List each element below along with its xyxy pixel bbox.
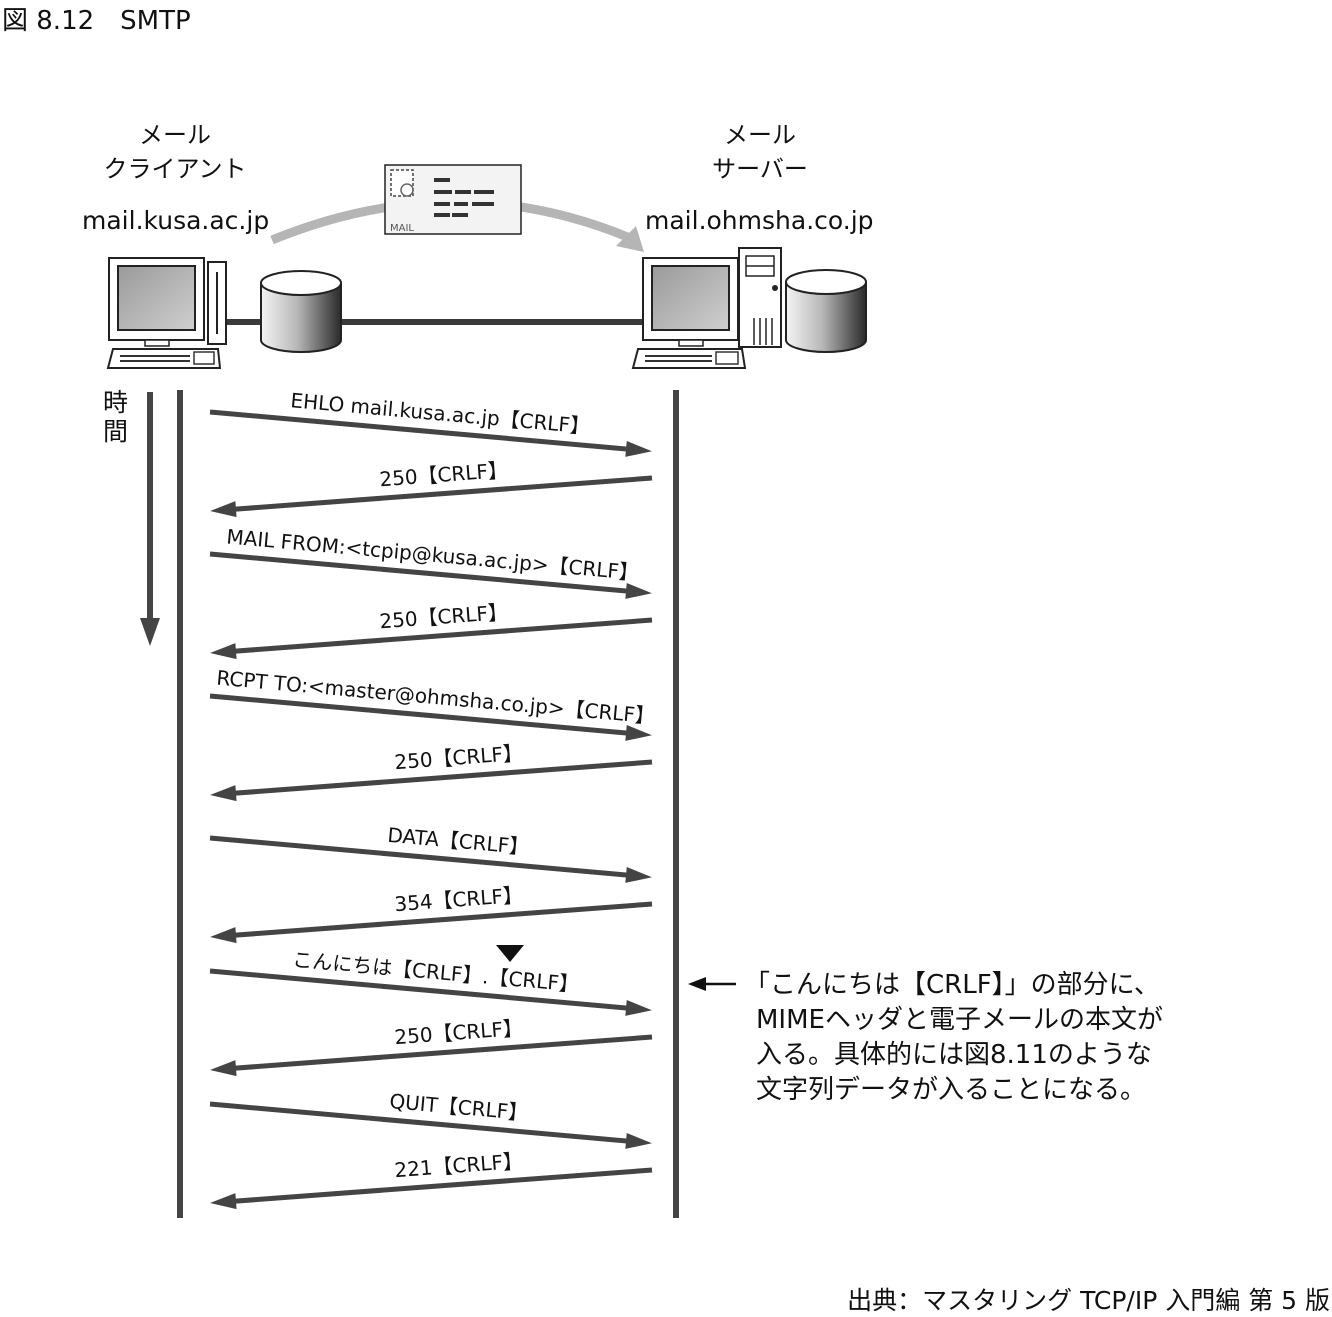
message-label-12: 221【CRLF】 bbox=[394, 1149, 524, 1183]
message-arrowhead-9 bbox=[625, 999, 652, 1016]
note-arrowhead bbox=[688, 977, 706, 991]
envelope-label: MAIL bbox=[390, 223, 414, 234]
server-hostname: mail.ohmsha.co.jp bbox=[645, 206, 874, 235]
message-arrow-6 bbox=[223, 759, 653, 797]
server-role-line2: サーバー bbox=[712, 155, 808, 183]
message-arrowhead-5 bbox=[625, 724, 652, 741]
envelope-icon: MAIL bbox=[384, 164, 522, 235]
server-computer-icon bbox=[631, 247, 782, 369]
period-marker-icon bbox=[496, 945, 524, 962]
message-arrow-1 bbox=[209, 409, 639, 453]
message-arrowhead-2 bbox=[210, 501, 237, 518]
message-arrowhead-6 bbox=[210, 785, 237, 802]
message-layer: EHLO mail.kusa.ac.jp【CRLF】250【CRLF】MAIL … bbox=[209, 388, 656, 1210]
time-arrowhead bbox=[140, 618, 160, 646]
client-database-icon bbox=[260, 270, 342, 353]
message-label-2: 250【CRLF】 bbox=[379, 458, 509, 492]
message-arrow-9 bbox=[209, 968, 639, 1012]
note-line-4: 文字列データが入ることになる。 bbox=[756, 1075, 1147, 1105]
client-role-line2: クライアント bbox=[103, 155, 247, 183]
message-arrowhead-1 bbox=[625, 440, 652, 457]
message-arrowhead-7 bbox=[625, 866, 652, 883]
message-arrowhead-12 bbox=[210, 1193, 237, 1210]
message-label-4: 250【CRLF】 bbox=[379, 600, 509, 634]
message-arrow-12 bbox=[223, 1167, 653, 1205]
message-arrow-5 bbox=[209, 693, 639, 737]
message-arrowhead-4 bbox=[210, 643, 237, 660]
note-text: 「こんにちは【CRLF】」の部分に、 MIMEヘッダと電子メールの本文が 入る。… bbox=[744, 968, 1163, 1108]
message-label-10: 250【CRLF】 bbox=[394, 1016, 524, 1050]
message-arrowhead-3 bbox=[625, 582, 652, 599]
message-arrow-7 bbox=[209, 835, 639, 879]
message-arrow-4 bbox=[223, 617, 653, 655]
message-arrow-3 bbox=[209, 551, 639, 595]
message-arrow-11 bbox=[209, 1101, 639, 1145]
time-axis-label: 時間 bbox=[103, 388, 129, 446]
source-credit: 出典：マスタリング TCP/IP 入門編 第 5 版 bbox=[847, 1286, 1330, 1315]
note-line-1: 「こんにちは【CRLF】」の部分に、 bbox=[744, 970, 1160, 1000]
message-arrow-8 bbox=[223, 901, 653, 939]
message-arrowhead-8 bbox=[210, 927, 237, 944]
message-arrow-2 bbox=[223, 475, 653, 513]
server-role-line1: メール bbox=[724, 121, 796, 149]
server-database-icon bbox=[785, 269, 867, 353]
note-line-3: 入る。具体的には図8.11のような bbox=[756, 1040, 1152, 1070]
message-arrowhead-10 bbox=[210, 1060, 237, 1077]
client-hostname: mail.kusa.ac.jp bbox=[82, 206, 270, 235]
mail-transfer-arrowhead bbox=[616, 226, 644, 252]
message-arrow-10 bbox=[223, 1034, 653, 1072]
message-label-8: 354【CRLF】 bbox=[394, 883, 524, 917]
note-line-2: MIMEヘッダと電子メールの本文が bbox=[756, 1005, 1163, 1035]
message-label-6: 250【CRLF】 bbox=[394, 741, 524, 775]
client-computer-icon bbox=[106, 257, 227, 369]
server-role-label: メール サーバー bbox=[665, 118, 855, 186]
message-label-5: RCPT TO:<master@ohmsha.co.jp>【CRLF】 bbox=[216, 666, 656, 729]
client-role-label: メール クライアント bbox=[80, 118, 270, 186]
client-role-line1: メール bbox=[139, 121, 211, 149]
figure-title: 図 8.12 SMTP bbox=[2, 6, 191, 36]
message-arrowhead-11 bbox=[625, 1132, 652, 1149]
